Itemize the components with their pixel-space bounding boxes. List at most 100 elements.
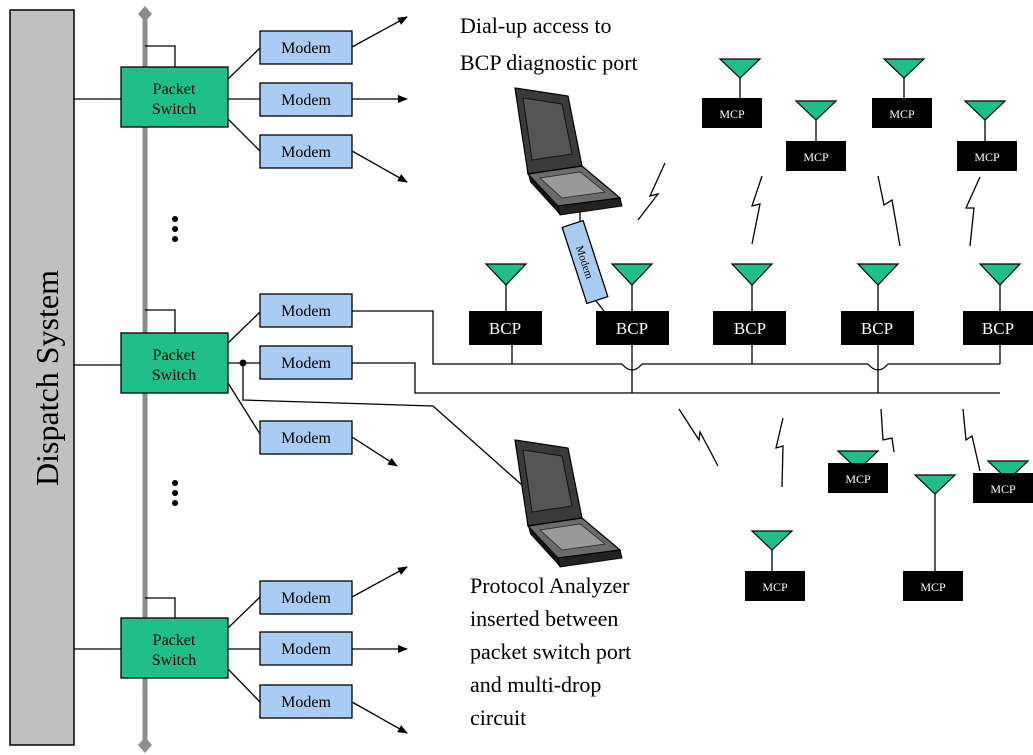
- multi-drop-circuit: [352, 310, 1001, 394]
- antenna-icon: [913, 474, 957, 495]
- ellipsis-icon: [172, 216, 178, 242]
- modem-label: Modem: [281, 430, 331, 447]
- bcp-label: BCP: [734, 319, 766, 338]
- bus-tap-1: [145, 45, 176, 67]
- analyzer-caption-line2: inserted between: [470, 606, 618, 631]
- arrow-icon: [351, 566, 408, 598]
- modem-3a: Modem: [259, 580, 353, 615]
- dialup-modem: Modem: [561, 219, 609, 305]
- analyzer-caption-line3: packet switch port: [470, 639, 631, 664]
- arrow-icon: [351, 436, 398, 467]
- bcp-node-1: BCP: [469, 263, 542, 345]
- modem-1a: Modem: [259, 30, 353, 65]
- mcp-node-l2: MCP: [828, 450, 888, 493]
- mcp-label: MCP: [974, 150, 1000, 164]
- mcp-node-u3: MCP: [872, 58, 932, 128]
- mcp-label: MCP: [889, 107, 915, 121]
- analyzer-tap-line: [242, 363, 523, 486]
- antenna-icon: [610, 263, 654, 286]
- packet-switch-label-line1: Packet: [153, 347, 196, 364]
- lightning-icon: [751, 175, 763, 245]
- antenna-icon: [794, 100, 838, 121]
- mcp-node-u2: MCP: [786, 100, 846, 171]
- antenna-icon: [963, 100, 1007, 121]
- lightning-icon: [880, 408, 895, 453]
- antenna-icon: [882, 58, 926, 79]
- packet-switch-3: Packet Switch: [120, 617, 229, 679]
- modem-1b: Modem: [259, 82, 353, 117]
- modem-label: Modem: [281, 641, 331, 658]
- modem-label: Modem: [281, 144, 331, 161]
- dispatch-system: Dispatch System: [9, 9, 75, 746]
- bus-tap-2: [145, 309, 176, 333]
- arrow-icon: [351, 16, 408, 48]
- antenna-icon: [856, 263, 900, 286]
- dialup-caption-line1: Dial-up access to: [460, 13, 612, 38]
- packet-switch-2: Packet Switch: [120, 332, 229, 394]
- packet-switch-label-line1: Packet: [153, 81, 196, 98]
- analyzer-caption-line5: circuit: [470, 705, 526, 730]
- packet-switch-1: Packet Switch: [120, 66, 229, 128]
- mcp-node-l1: MCP: [745, 530, 805, 601]
- mcp-label: MCP: [719, 107, 745, 121]
- bus-tap-3: [145, 597, 176, 618]
- antenna-icon: [730, 263, 774, 286]
- lightning-icon: [964, 176, 981, 247]
- modem-3c: Modem: [259, 684, 353, 719]
- mcp-node-u1: MCP: [702, 58, 762, 128]
- dialup-caption-line2: BCP diagnostic port: [460, 50, 638, 75]
- dispatch-system-label: Dispatch System: [29, 270, 65, 486]
- modem-label: Modem: [281, 694, 331, 711]
- analyzer-caption-line4: and multi-drop: [470, 672, 601, 697]
- lightning-icon: [678, 408, 719, 467]
- modem-label: Modem: [281, 303, 331, 320]
- antenna-icon: [750, 530, 794, 551]
- modem-label: Modem: [281, 92, 331, 109]
- modem-label: Modem: [281, 355, 331, 372]
- mcp-node-u4: MCP: [957, 100, 1017, 171]
- lightning-icon: [637, 162, 666, 221]
- bcp-node-2: BCP: [596, 263, 669, 345]
- bcp-node-4: BCP: [841, 263, 914, 345]
- mcp-label: MCP: [762, 580, 788, 594]
- modem-label: Modem: [281, 590, 331, 607]
- antenna-icon: [836, 450, 880, 471]
- antenna-icon: [484, 263, 528, 286]
- modem-1c: Modem: [259, 134, 353, 169]
- ellipsis-icon: [172, 480, 178, 506]
- bcp-label: BCP: [616, 319, 648, 338]
- lightning-icon: [962, 408, 981, 472]
- bcp-label: BCP: [861, 319, 893, 338]
- lightning-icon: [775, 417, 784, 488]
- antenna-icon: [978, 263, 1022, 286]
- bcp-label: BCP: [489, 319, 521, 338]
- mcp-node-l4: MCP: [973, 460, 1033, 503]
- mcp-label: MCP: [803, 150, 829, 164]
- modem-2a: Modem: [259, 293, 353, 328]
- antenna-icon: [718, 58, 762, 79]
- bus-end-cap-top: [138, 6, 152, 22]
- packet-switch-label-line2: Switch: [152, 652, 196, 669]
- antenna-icon: [986, 460, 1030, 481]
- bcp-node-5: BCP: [963, 263, 1033, 345]
- lightning-icon: [877, 175, 901, 247]
- packet-switch-label-line1: Packet: [153, 632, 196, 649]
- analyzer-caption-line1: Protocol Analyzer: [470, 573, 630, 598]
- modem-label: Modem: [281, 40, 331, 57]
- mcp-label: MCP: [990, 482, 1016, 496]
- packet-switch-label-line2: Switch: [152, 101, 196, 118]
- modem-2c: Modem: [259, 420, 353, 455]
- packet-switch-label-line2: Switch: [152, 367, 196, 384]
- laptop-icon: [514, 439, 623, 568]
- mcp-label: MCP: [845, 472, 871, 486]
- arrow-icon: [351, 150, 408, 183]
- modem-3b: Modem: [259, 631, 353, 666]
- modem-2b: Modem: [259, 345, 353, 380]
- bcp-node-3: BCP: [713, 263, 786, 345]
- bus-end-cap-bottom: [138, 737, 152, 753]
- mcp-label: MCP: [920, 580, 946, 594]
- mcp-node-l3: MCP: [903, 474, 963, 601]
- bcp-label: BCP: [982, 319, 1014, 338]
